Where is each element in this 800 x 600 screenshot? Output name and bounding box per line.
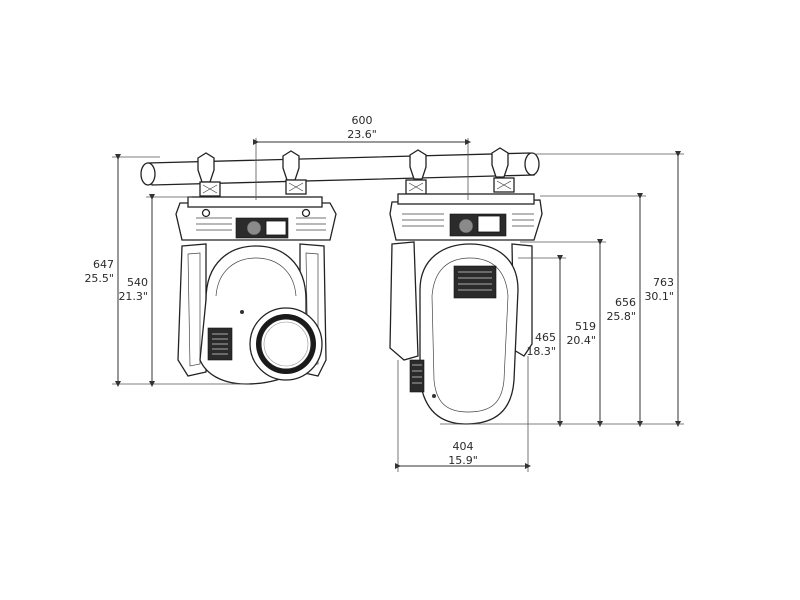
dim-height-763-mm: 763	[653, 276, 674, 289]
yoke-side	[389, 241, 533, 361]
fixture-side-view	[389, 147, 543, 425]
dim-height-left-in: 25.5"	[84, 272, 114, 285]
base-side	[389, 193, 543, 241]
dimension-lines	[112, 138, 684, 472]
dimension-labels: 600 23.6" 647 25.5" 540 21.3" 465 18.3" …	[84, 114, 674, 467]
clamp-group-left	[197, 150, 307, 197]
dim-height-519-mm: 519	[575, 320, 596, 333]
dim-height-left-inner-mm: 540	[127, 276, 148, 289]
clamp-group-right	[405, 147, 515, 195]
dim-width-top-mm: 600	[352, 114, 373, 127]
truss-pipe	[140, 152, 540, 186]
base-front	[175, 196, 337, 241]
dim-width-bottom-mm: 404	[453, 440, 474, 453]
dim-height-763-in: 30.1"	[644, 290, 674, 303]
dim-height-656-mm: 656	[615, 296, 636, 309]
dim-height-519-in: 20.4"	[566, 334, 596, 347]
dim-height-left-inner-in: 21.3"	[118, 290, 148, 303]
dim-width-bottom-in: 15.9"	[448, 454, 478, 467]
dim-height-656-in: 25.8"	[606, 310, 636, 323]
head-side	[409, 243, 519, 425]
dim-height-left-mm: 647	[93, 258, 114, 271]
dim-height-465-mm: 465	[535, 331, 556, 344]
fixture-front-view	[175, 150, 337, 385]
dim-height-465-in: 18.3"	[526, 345, 556, 358]
dim-width-top-in: 23.6"	[347, 128, 377, 141]
head-front	[199, 245, 323, 385]
